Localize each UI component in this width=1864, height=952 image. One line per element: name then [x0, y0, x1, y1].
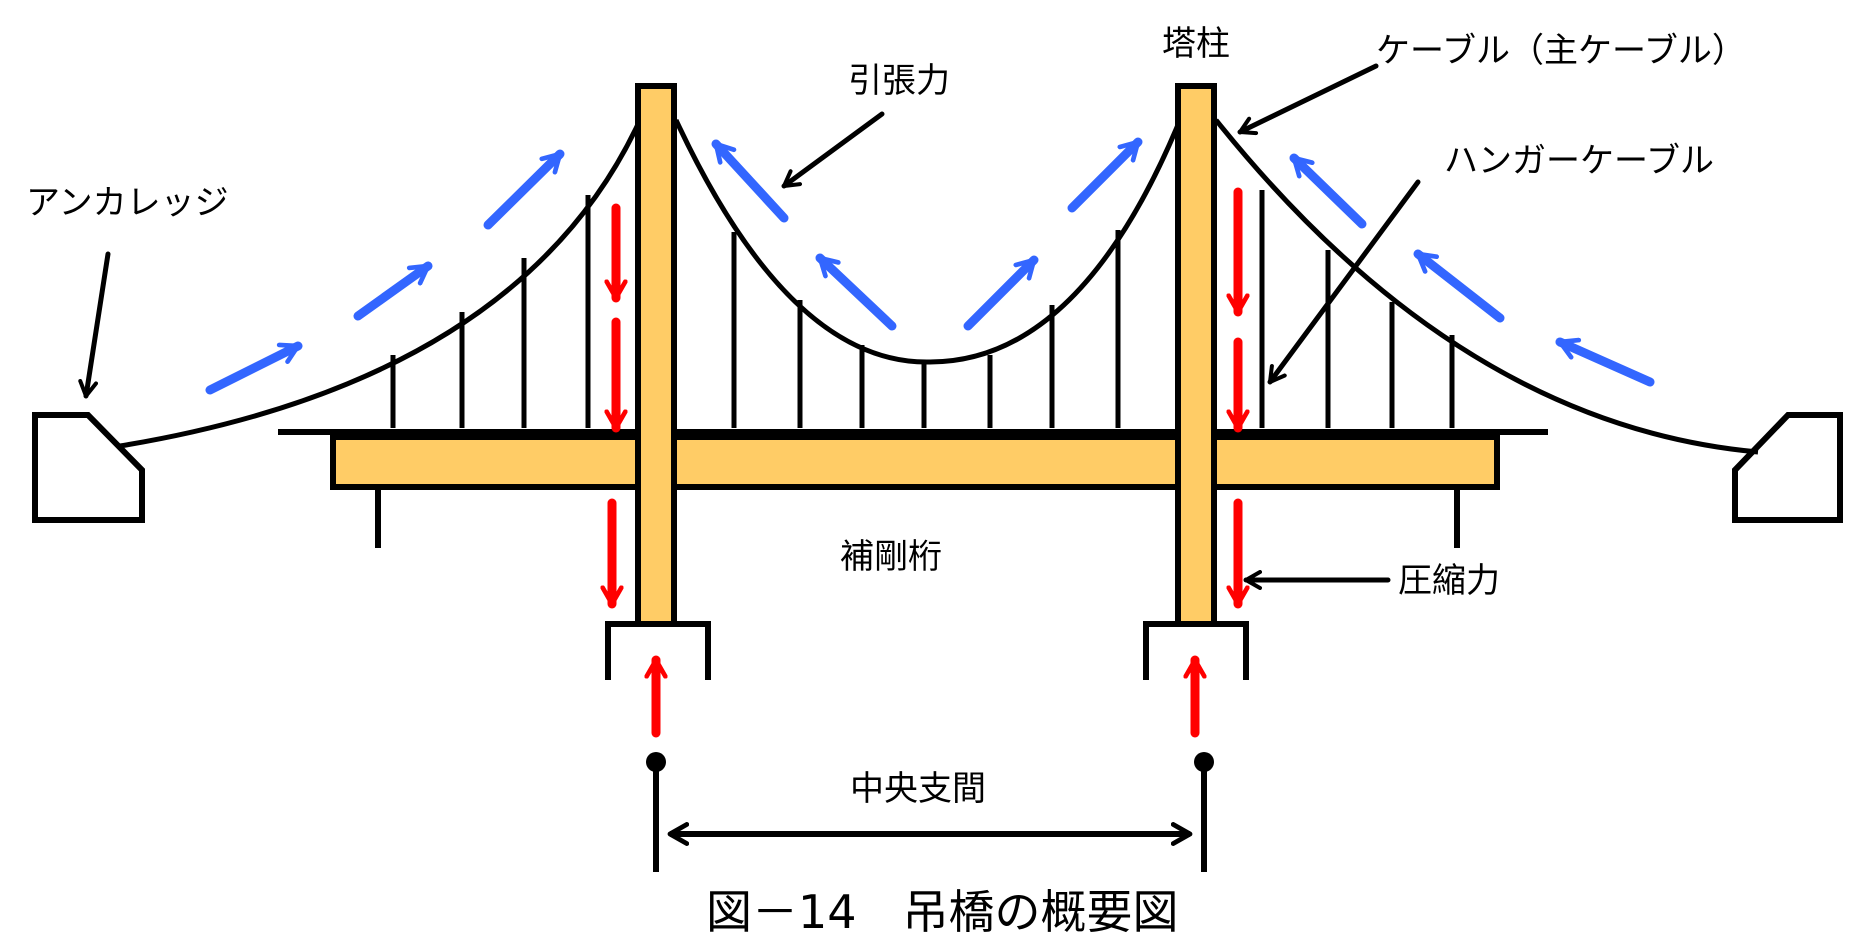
tension-arrow-icon	[1555, 337, 1655, 387]
pointer-arrow-hanger-icon	[1267, 179, 1421, 385]
center-span-dimension	[646, 752, 1214, 872]
label-tower: 塔柱	[1162, 24, 1230, 64]
main-cable	[119, 118, 1759, 455]
tower-right	[1175, 83, 1217, 627]
label-hanger-cable: ハンガーケーブル	[1444, 141, 1714, 181]
tension-arrow-icon	[1289, 153, 1367, 229]
tension-arrow-icon	[205, 341, 303, 395]
hanger-cables	[390, 190, 1455, 428]
label-tension: 引張力	[848, 61, 950, 101]
tension-arrow-icon	[1413, 249, 1505, 323]
label-center-span: 中央支間	[850, 769, 986, 809]
stiffening-girder	[330, 434, 1500, 490]
pointer-arrows	[78, 63, 1421, 590]
label-main-cable: ケーブル（主ケーブル）	[1376, 31, 1746, 71]
pointer-arrow-anchorage-icon	[78, 251, 111, 399]
tower-left	[635, 83, 677, 627]
label-compression: 圧縮力	[1398, 561, 1500, 601]
figure-caption: 図－14 吊橋の概要図	[706, 885, 1179, 939]
label-stiffening-girder: 補剛桁	[840, 537, 942, 577]
tension-arrow-icon	[711, 139, 789, 223]
foundation-left	[605, 621, 711, 680]
tension-arrow-icon	[815, 253, 897, 331]
foundation-right	[1143, 621, 1249, 680]
tension-arrow-icon	[1067, 137, 1143, 213]
anchorage-right-block	[1732, 412, 1843, 523]
tension-arrow-icon	[353, 261, 433, 321]
label-anchorage: アンカレッジ	[26, 183, 229, 223]
anchorage-left-block	[32, 412, 145, 523]
span-dot-right-icon	[1194, 752, 1214, 772]
tension-arrow-icon	[483, 149, 565, 230]
pointer-arrow-tension-icon	[781, 111, 885, 189]
compression-arrows	[600, 187, 1250, 738]
pointer-arrow-cable-icon	[1237, 63, 1379, 136]
tension-arrow-icon	[963, 255, 1039, 331]
tension-arrows	[205, 137, 1655, 395]
span-dot-left-icon	[646, 752, 666, 772]
